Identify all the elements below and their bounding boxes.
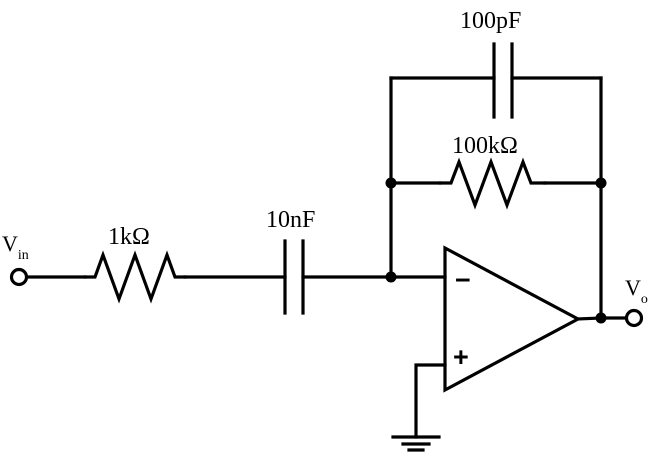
resistor-rf-label: 100kΩ — [452, 133, 518, 159]
junction-dot-feedback-right — [595, 177, 607, 189]
resistor-rf-symbol — [438, 157, 547, 210]
output-terminal-name: V — [625, 275, 641, 300]
input-terminal-name: V — [2, 231, 18, 256]
junction-dot-feedback-left — [385, 177, 397, 189]
input-terminal-subscript: in — [17, 248, 29, 264]
capacitor-c1-label: 10nF — [266, 207, 316, 233]
junction-dot-output-node — [595, 312, 607, 324]
resistor-r1-label: 1kΩ — [108, 224, 150, 250]
terminal-output-circle[interactable] — [624, 308, 644, 328]
capacitor-cf-label: 100pF — [460, 8, 522, 34]
opamp-triangle — [443, 245, 582, 393]
input-terminal-label: Vin — [2, 231, 29, 264]
output-terminal-subscript: o — [640, 292, 648, 308]
opamp-noninverting-pin-label: + — [453, 342, 469, 372]
wire-opamp-plus-to-ground — [414, 363, 447, 439]
opamp-inverting-pin-label: − — [455, 265, 471, 295]
junction-dot-summing-node — [385, 271, 397, 283]
output-terminal-label: Vo — [625, 275, 648, 308]
resistor-r1-symbol — [83, 250, 187, 304]
terminal-input-circle[interactable] — [9, 267, 29, 287]
